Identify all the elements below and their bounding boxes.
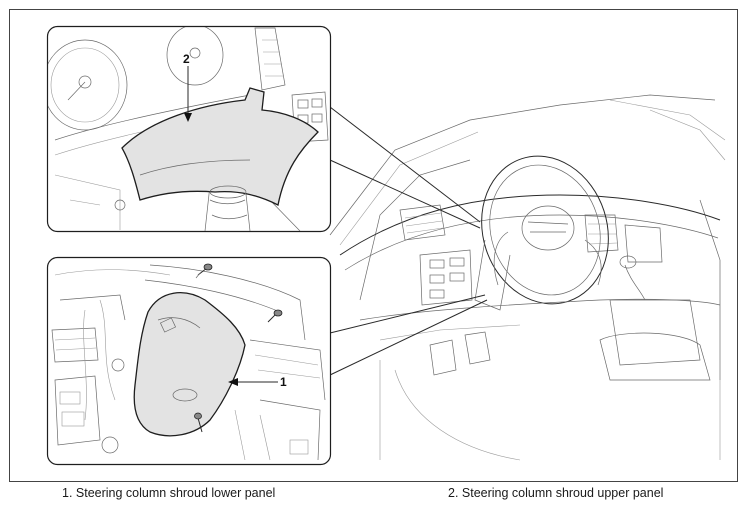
zoom-line-top-a: [329, 106, 481, 223]
screw-top: [195, 263, 213, 279]
lower-shroud-panel: [133, 292, 246, 437]
screw-bottom: [194, 412, 203, 433]
dashboard-overview: [329, 94, 726, 461]
legend-item-1: 1. Steering column shroud lower panel: [62, 486, 276, 500]
inset-lower-panel: 1: [46, 256, 332, 466]
legend-item-2: 2. Steering column shroud upper panel: [448, 486, 664, 500]
upper-shroud-panel: [121, 87, 319, 206]
inset-upper-panel: 2: [46, 25, 332, 233]
zoom-line-bottom-b: [329, 299, 488, 376]
callout-1-arrowhead: [228, 378, 238, 386]
figure-frame: [9, 9, 738, 482]
callout-2-arrowhead: [184, 113, 192, 122]
callout-2-label: 2: [183, 52, 190, 66]
zoom-line-top-b: [329, 159, 481, 229]
zoom-line-bottom-a: [329, 294, 486, 334]
callout-1-label: 1: [280, 375, 287, 389]
screw-right: [267, 309, 283, 323]
